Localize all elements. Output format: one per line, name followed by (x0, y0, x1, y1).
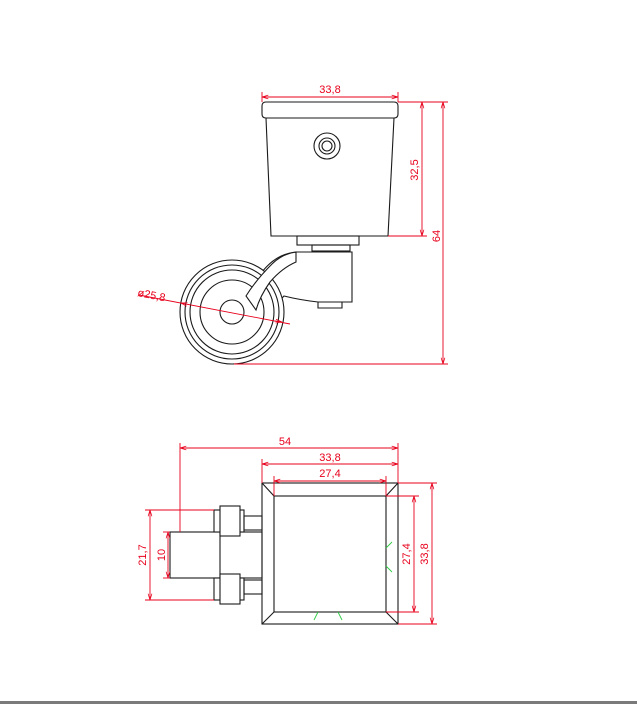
dim-wheel-diameter: ø25,8 (136, 287, 291, 325)
dim-total-height: 64 (234, 101, 448, 365)
dim-socket-height-label: 32,5 (409, 159, 421, 180)
dim-plate-height-label: 33,8 (419, 543, 431, 564)
stem-plate (296, 235, 360, 252)
dim-plate-width-label: 33,8 (319, 452, 340, 464)
weld-marks (313, 541, 393, 621)
dim-wheel-width: 10 (156, 531, 170, 579)
bottom-border (0, 701, 637, 704)
wheel-assembly-top (169, 505, 263, 605)
dim-wheel-width-label: 10 (156, 549, 168, 561)
dim-socket-height: 32,5 (388, 101, 427, 237)
dim-wheel-diameter-label: ø25,8 (136, 287, 166, 304)
dim-inner-height-label: 27,4 (401, 543, 413, 564)
dim-overall-length-label: 54 (279, 436, 291, 448)
side-view: 33,8 32,5 64 ø25,8 (136, 84, 448, 365)
wheel (179, 251, 297, 365)
dim-total-height-label: 64 (431, 230, 443, 242)
dim-top-width-label: 33,8 (319, 84, 340, 96)
dim-inner-width-label: 27,4 (319, 468, 340, 480)
top-view: 54 33,8 27,4 27,4 33,8 (137, 436, 437, 625)
dim-overall-length: 54 (179, 436, 399, 532)
dim-inner-height: 27,4 (386, 495, 419, 613)
dim-plate-width: 33,8 (261, 452, 398, 483)
mounting-plate (261, 482, 399, 625)
dim-fork-span-label: 21,7 (137, 544, 149, 565)
dim-top-width: 33,8 (261, 84, 399, 102)
dim-plate-height: 33,8 (398, 482, 437, 625)
dim-inner-width: 27,4 (273, 468, 387, 496)
dim-fork-span: 21,7 (137, 509, 214, 601)
socket-cup (261, 101, 399, 237)
